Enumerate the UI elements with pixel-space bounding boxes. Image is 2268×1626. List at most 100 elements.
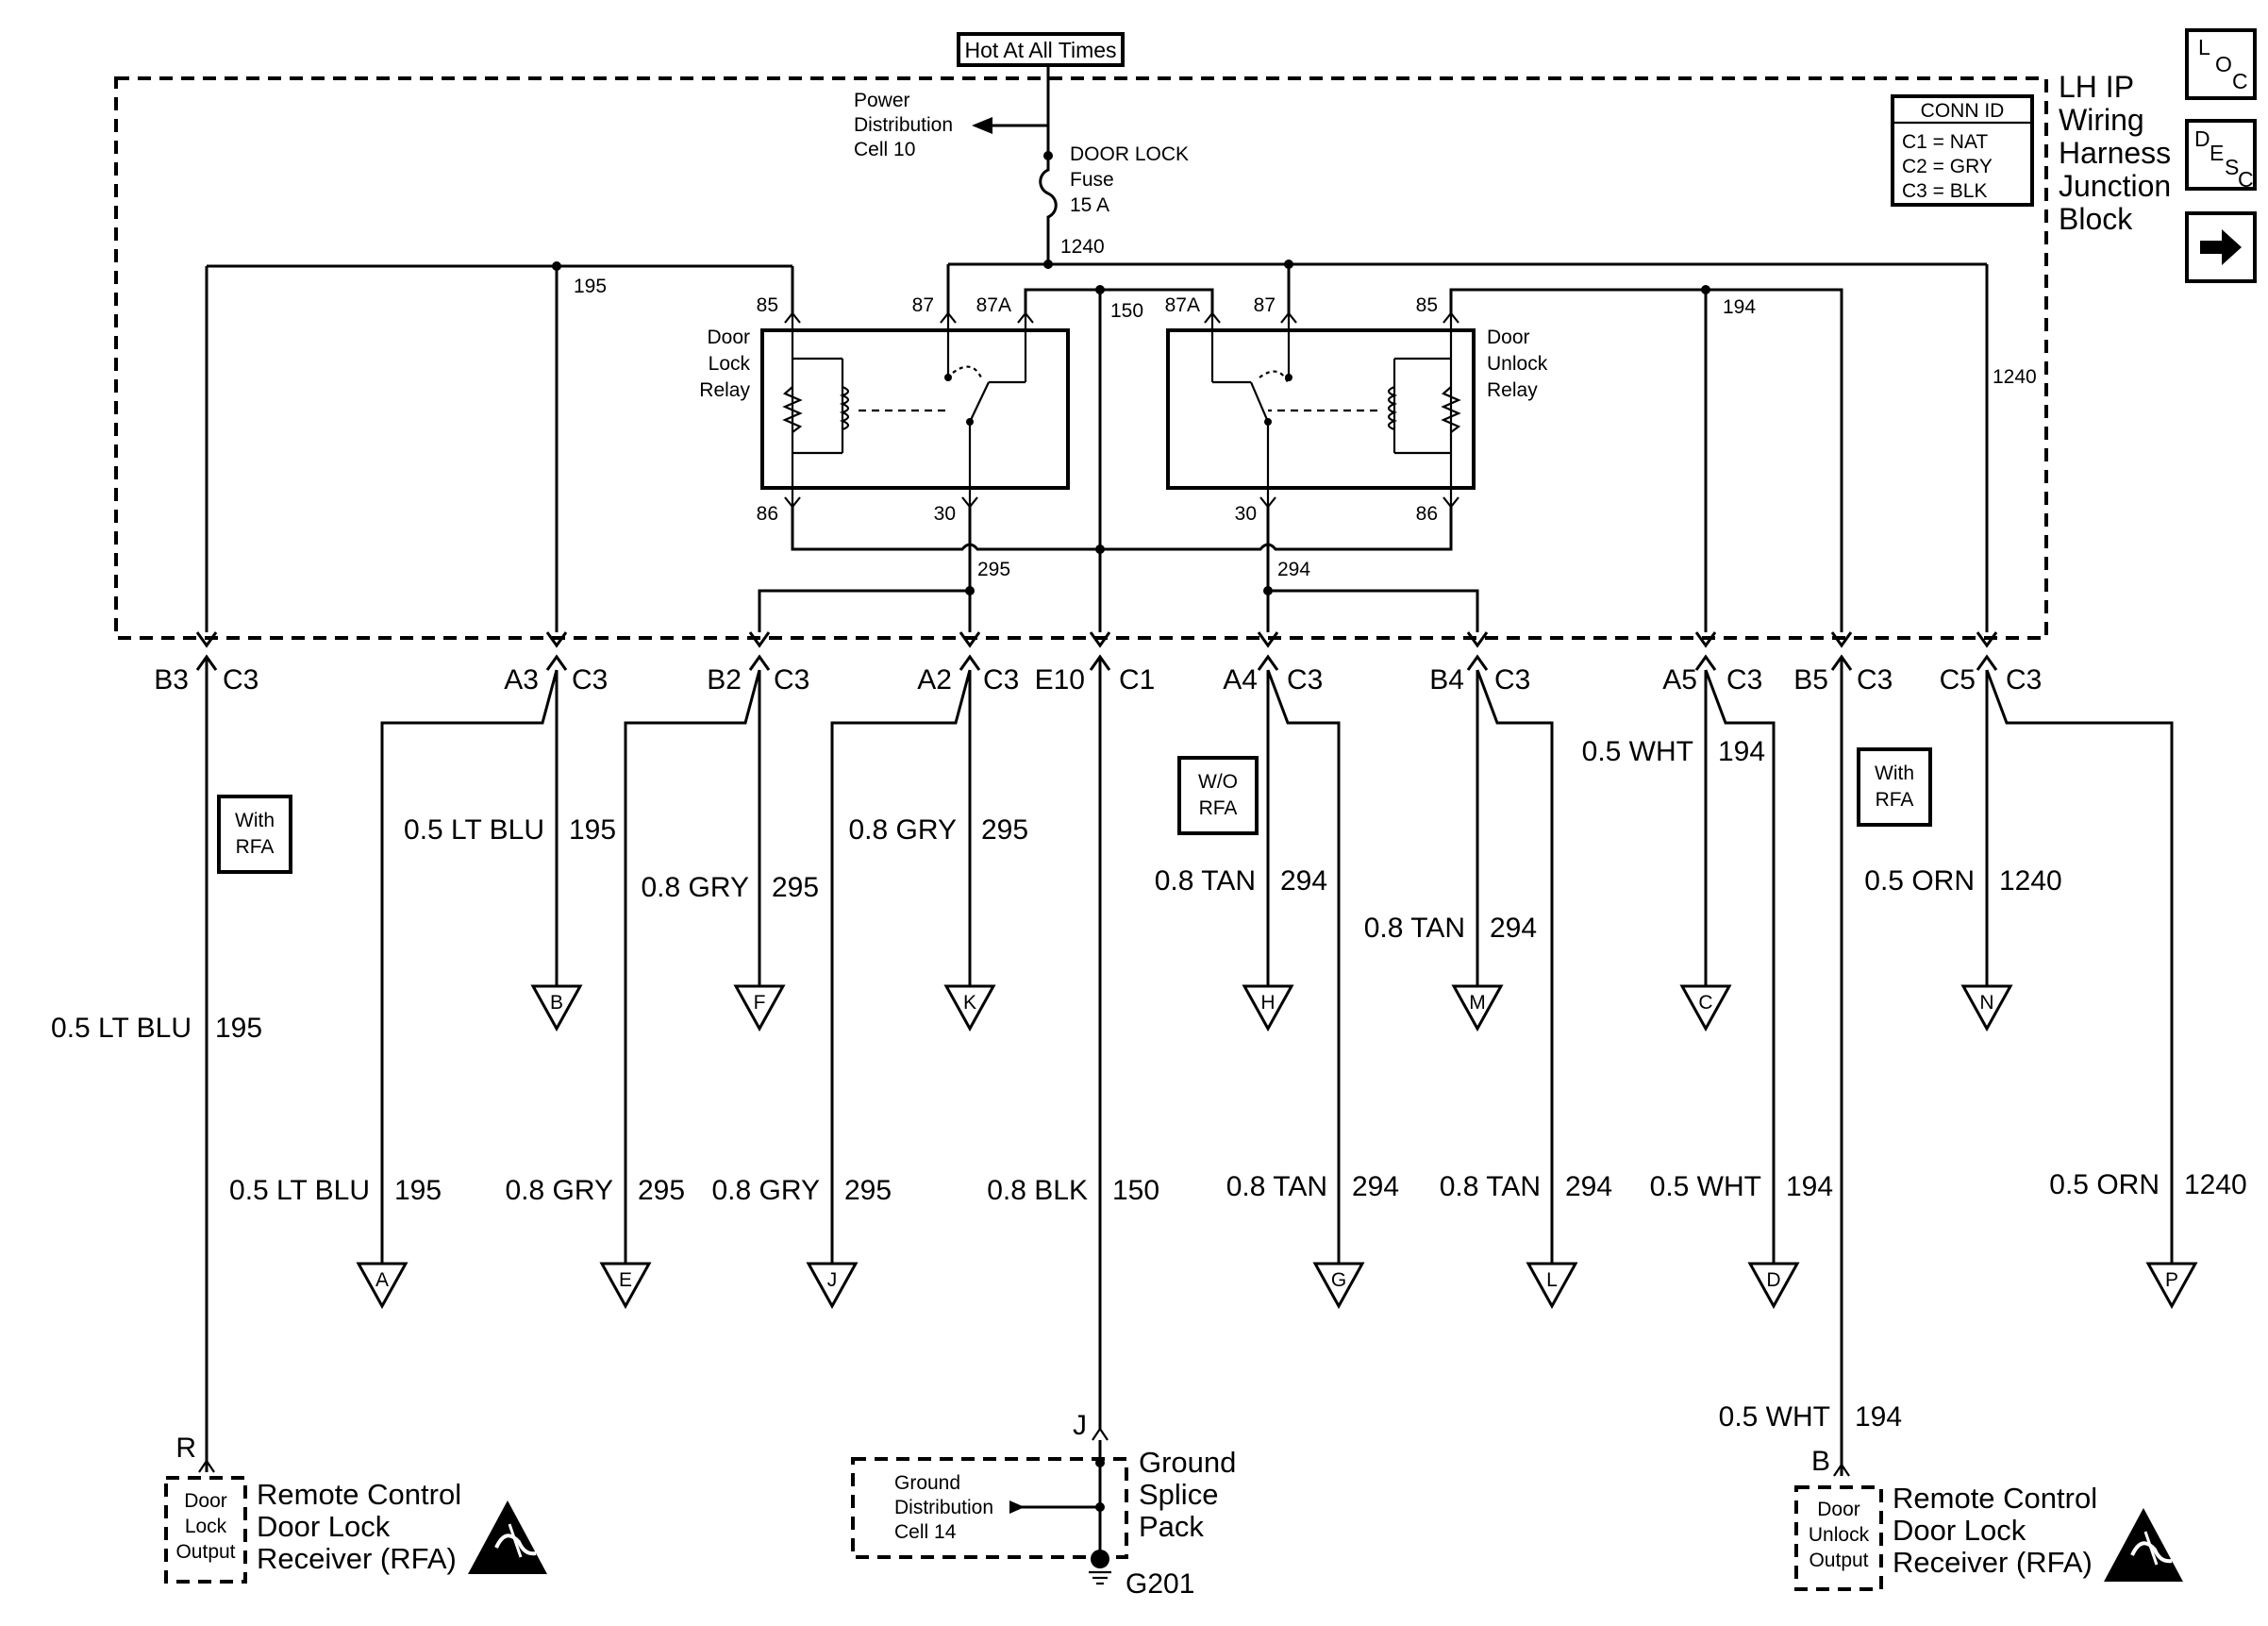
fuse-label: DOOR LOCK Fuse 15 A — [1070, 143, 1189, 216]
svg-text:Power: Power — [854, 90, 910, 111]
svg-text:A4: A4 — [1223, 664, 1258, 696]
svg-text:A2: A2 — [917, 664, 952, 696]
svg-text:C: C — [2238, 167, 2254, 192]
svg-text:30: 30 — [1235, 503, 1257, 525]
svg-text:E: E — [619, 1269, 632, 1291]
conn-id-table: CONN ID C1 = NAT C2 = GRY C3 = BLK — [1891, 94, 2034, 207]
svg-text:C3: C3 — [1726, 664, 1762, 696]
svg-text:Receiver (RFA): Receiver (RFA) — [257, 1542, 457, 1575]
svg-text:Receiver (RFA): Receiver (RFA) — [1893, 1546, 2093, 1579]
bottom-reference-triangles: A E J G L D P — [356, 1262, 2198, 1310]
with-rfa-option-right: With RFA — [1857, 747, 1932, 827]
door-unlock-relay — [1166, 328, 1476, 490]
svg-text:A3: A3 — [504, 664, 539, 696]
svg-text:Remote Control: Remote Control — [257, 1478, 461, 1511]
svg-text:With: With — [235, 810, 275, 831]
svg-text:Ground: Ground — [1139, 1446, 1236, 1479]
hot-at-all-times-box: Hot At All Times — [957, 32, 1125, 67]
svg-text:C2 = GRY: C2 = GRY — [1902, 156, 1993, 177]
svg-text:85: 85 — [1416, 294, 1438, 316]
next-page-button[interactable] — [2185, 211, 2257, 283]
loc-button[interactable]: L O C — [2185, 28, 2257, 100]
svg-text:0.5 WHT: 0.5 WHT — [1719, 1401, 1830, 1433]
svg-text:195: 195 — [394, 1175, 442, 1206]
svg-text:86: 86 — [757, 503, 778, 525]
wo-rfa-option: W/O RFA — [1177, 756, 1259, 835]
svg-text:Door: Door — [1487, 327, 1530, 348]
svg-text:A5: A5 — [1662, 664, 1697, 696]
svg-text:0.8 GRY: 0.8 GRY — [848, 814, 957, 846]
svg-text:C3: C3 — [223, 664, 258, 696]
harness-title: LH IP Wiring Harness Junction Block — [2059, 70, 2171, 236]
svg-text:C: C — [2232, 69, 2248, 93]
svg-text:Splice: Splice — [1139, 1478, 1218, 1511]
circuit-label-1240-top: 1240 — [1060, 236, 1105, 258]
svg-text:Door Lock: Door Lock — [257, 1510, 391, 1543]
esd-warning-icon-right — [2104, 1508, 2183, 1582]
svg-text:Distribution: Distribution — [854, 114, 953, 136]
ground-splice-pack: J Ground Distribution Cell 14 Ground Spl… — [851, 1410, 1236, 1600]
right-arrow-icon — [2200, 229, 2242, 265]
circuit-label-194: 194 — [1723, 296, 1756, 318]
svg-text:0.5 ORN: 0.5 ORN — [1864, 865, 1975, 897]
svg-text:Relay: Relay — [1487, 379, 1538, 401]
svg-text:Block: Block — [2059, 202, 2133, 236]
svg-text:C3: C3 — [1857, 664, 1893, 696]
svg-text:L: L — [2198, 35, 2210, 59]
svg-text:O: O — [2215, 52, 2232, 76]
svg-text:S: S — [2225, 155, 2239, 179]
svg-text:Lock: Lock — [185, 1516, 227, 1537]
svg-text:Remote Control: Remote Control — [1893, 1482, 2097, 1515]
svg-text:Door: Door — [1817, 1499, 1860, 1520]
svg-text:H: H — [1260, 992, 1275, 1014]
svg-text:B: B — [550, 992, 563, 1014]
svg-text:15 A: 15 A — [1070, 194, 1109, 216]
svg-text:B3: B3 — [154, 664, 189, 696]
svg-text:Hot At All Times: Hot At All Times — [964, 38, 1116, 62]
svg-text:C1: C1 — [1119, 664, 1155, 696]
svg-text:K: K — [963, 992, 976, 1014]
svg-text:G201: G201 — [1126, 1568, 1194, 1600]
svg-text:1240: 1240 — [1999, 865, 2062, 897]
svg-text:0.8 TAN: 0.8 TAN — [1226, 1171, 1327, 1202]
svg-text:Wiring: Wiring — [2059, 103, 2144, 137]
svg-text:85: 85 — [757, 294, 778, 316]
svg-text:295: 295 — [981, 814, 1028, 846]
svg-text:0.5 WHT: 0.5 WHT — [1650, 1171, 1761, 1202]
svg-text:0.5 LT BLU: 0.5 LT BLU — [229, 1175, 370, 1206]
svg-text:294: 294 — [1490, 913, 1537, 944]
svg-text:B4: B4 — [1429, 664, 1464, 696]
lh-ip-wiring-harness-junction-block — [114, 76, 2048, 640]
svg-text:With: With — [1875, 763, 1914, 784]
circuit-label-1240-right: 1240 — [1993, 366, 2037, 388]
svg-text:Relay: Relay — [699, 379, 750, 401]
door-lock-fuse — [1039, 156, 1058, 264]
svg-text:86: 86 — [1416, 503, 1438, 525]
svg-text:DOOR LOCK: DOOR LOCK — [1070, 143, 1189, 165]
svg-text:0.8 TAN: 0.8 TAN — [1364, 913, 1465, 944]
circuit-label-150: 150 — [1110, 300, 1143, 322]
svg-text:Unlock: Unlock — [1487, 353, 1548, 375]
svg-text:F: F — [754, 992, 766, 1014]
svg-text:0.5 WHT: 0.5 WHT — [1582, 736, 1693, 767]
svg-text:87A: 87A — [976, 294, 1011, 316]
svg-text:Harness: Harness — [2059, 136, 2171, 170]
svg-text:Cell 14: Cell 14 — [894, 1521, 957, 1543]
svg-text:LH IP: LH IP — [2059, 70, 2134, 104]
svg-text:W/O: W/O — [1198, 771, 1238, 793]
svg-text:Lock: Lock — [709, 353, 751, 375]
svg-text:Door: Door — [184, 1490, 227, 1512]
svg-text:RFA: RFA — [236, 836, 275, 858]
svg-text:G: G — [1331, 1269, 1346, 1291]
desc-button[interactable]: D E S C — [2185, 119, 2257, 192]
svg-text:295: 295 — [844, 1175, 892, 1206]
svg-text:Fuse: Fuse — [1070, 169, 1114, 191]
svg-text:0.8 GRY: 0.8 GRY — [711, 1175, 820, 1206]
svg-text:B2: B2 — [707, 664, 742, 696]
door-lock-relay-pins: 85 87 87A 86 30 — [757, 294, 1011, 525]
svg-text:C1 = NAT: C1 = NAT — [1902, 131, 1988, 153]
svg-text:194: 194 — [1855, 1401, 1902, 1433]
svg-text:Ground: Ground — [894, 1472, 960, 1494]
